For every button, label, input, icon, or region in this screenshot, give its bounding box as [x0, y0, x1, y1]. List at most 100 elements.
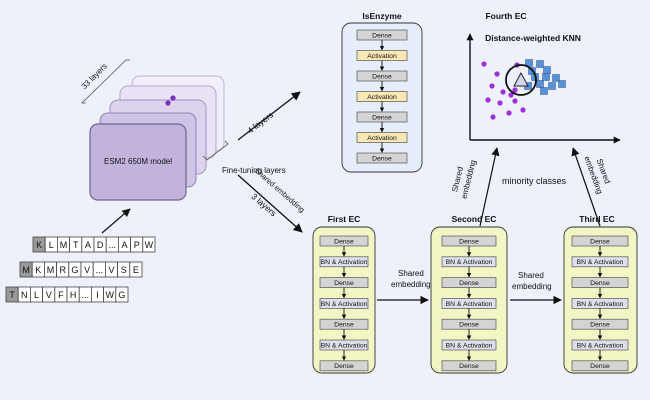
layer-block: BN & Activation [319, 339, 369, 351]
layer-block: Dense [441, 318, 497, 330]
residue-token: T [73, 240, 79, 250]
layer-block: Dense [571, 360, 629, 372]
layer-block: Dense [356, 29, 408, 41]
residue-cell [142, 236, 156, 253]
residue-token: A [121, 240, 127, 250]
layer-block-label: Dense [590, 238, 610, 245]
esm-dot [170, 95, 176, 101]
knn-point-dot [494, 71, 500, 77]
residue-token: V [84, 265, 90, 275]
layer-block: BN & Activation [571, 256, 629, 268]
layer-block: Dense [441, 277, 497, 288]
layer-block: Activation [356, 132, 408, 143]
layer-block: BN & Activation [571, 339, 629, 351]
knn-point-dot [497, 100, 503, 106]
residue-token: W [105, 290, 114, 300]
esm-model-stack: ESM2 650M model 33 layers Fine-tuning la… [80, 59, 286, 201]
layer-block: BN & Activation [441, 298, 497, 309]
layer-block-label: Dense [459, 280, 479, 287]
layer-block-label: Dense [459, 363, 479, 370]
knn-point-dot [506, 110, 512, 116]
residue-token: G [118, 290, 125, 300]
esm-dot [165, 100, 171, 106]
layer-block-label: Dense [372, 32, 392, 39]
knn-point-dot [485, 97, 491, 103]
fourth-ec-subtitle: Distance-weighted KNN [485, 33, 581, 43]
ec2-ec3-shared-line1: Shared [518, 271, 544, 280]
layer-block-label: Dense [334, 280, 354, 287]
residue-token: I [96, 290, 99, 300]
layer-block: Dense [356, 152, 408, 164]
layer-block-label: BN & Activation [321, 342, 368, 349]
layer-block-label: Dense [372, 73, 392, 80]
knn-point-square [540, 87, 548, 95]
layer-block-label: Dense [334, 322, 354, 329]
layer-block-label: Dense [372, 155, 392, 162]
knn-point-dot [489, 83, 495, 89]
layer-block: BN & Activation [441, 339, 497, 351]
layer-block: Dense [571, 277, 629, 288]
layer-block: Dense [441, 235, 497, 247]
residue-token: V [108, 265, 114, 275]
residue-token: ... [96, 265, 104, 275]
knn-point-square [536, 80, 544, 88]
fourth-ec-title: Fourth EC [485, 11, 526, 21]
layer-block: BN & Activation [319, 298, 369, 309]
first-ec-title: First EC [328, 214, 361, 224]
layer-block: Dense [319, 235, 369, 247]
query-triangle [513, 71, 529, 87]
residue-token: L [49, 240, 54, 250]
layer-block-box [441, 360, 497, 372]
to-isenzyme-arrow [237, 91, 301, 141]
layer-block: Dense [319, 318, 369, 330]
residue-token: M [47, 265, 55, 275]
residue-token: W [145, 240, 154, 250]
layer-block-label: Dense [590, 280, 610, 287]
ec1-ec2-shared-line2: embedding [391, 280, 431, 289]
residue-token: T [9, 290, 15, 300]
residue-token: L [34, 290, 39, 300]
residue-token: D [97, 240, 104, 250]
to-first-ec-arrow [237, 174, 303, 233]
layers-label: 33 layers [80, 62, 109, 91]
layer-block-label: BN & Activation [577, 259, 624, 266]
residue-token: M [60, 240, 68, 250]
residue-token: A [85, 240, 91, 250]
fine-tuning-label: Fine-tuning layers [222, 166, 286, 175]
four-layers-label: 4 layers [245, 110, 275, 136]
layer-block-label: Dense [459, 322, 479, 329]
layer-block-label: BN & Activation [577, 342, 624, 349]
knn-point-dot [512, 98, 518, 104]
fine-tuning-bracket [202, 140, 229, 161]
residue-token: P [134, 240, 140, 250]
second-ec-title: Second EC [452, 214, 497, 224]
residue-token: F [58, 290, 64, 300]
residue-token: S [121, 265, 127, 275]
knn-point-dot [500, 89, 506, 95]
ec2-to-ec4-arrow [479, 147, 500, 227]
knn-point-square [542, 73, 550, 81]
layer-block-label: Dense [334, 363, 354, 370]
layer-block-label: BN & Activation [321, 301, 368, 308]
knn-point-dot [490, 114, 496, 120]
residue-token: V [46, 290, 52, 300]
knn-point-square [543, 66, 551, 74]
input-arrow [101, 208, 131, 234]
residue-cell [115, 286, 129, 303]
residue-cell [129, 261, 143, 278]
layer-block-box [319, 360, 369, 372]
residue-token: K [36, 240, 42, 250]
layer-block-label: BN & Activation [446, 301, 493, 308]
layer-block: BN & Activation [319, 256, 369, 268]
esm-model-label: ESM2 650M model [104, 157, 172, 166]
knn-point-dot [512, 87, 518, 93]
layer-block: Dense [571, 318, 629, 330]
knn-point-square [536, 60, 544, 68]
layer-block-label: Dense [590, 322, 610, 329]
residue-token: H [70, 290, 77, 300]
